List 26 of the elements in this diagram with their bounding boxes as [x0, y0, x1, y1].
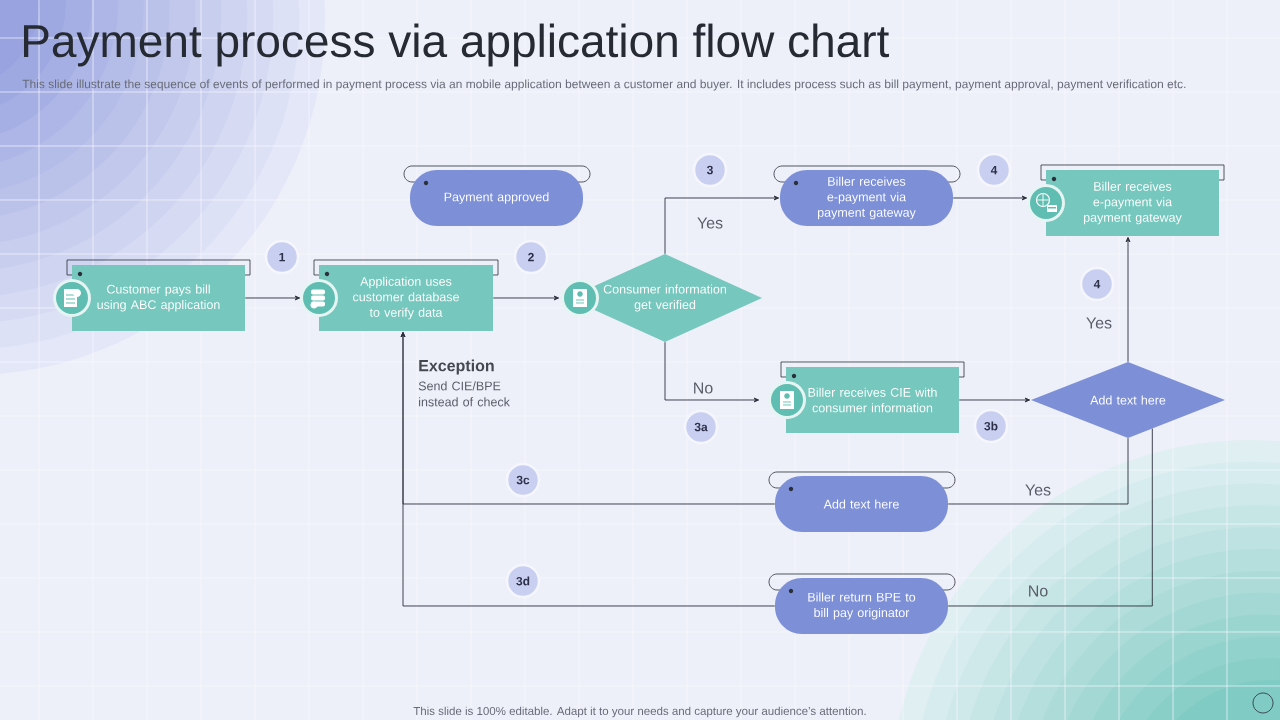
arrow [244, 295, 301, 301]
edge-label: Yes [1025, 484, 1051, 496]
connector-line [947, 437, 1129, 505]
note-text: Send CIE/BPE instead of check [418, 381, 510, 407]
arrow [664, 195, 780, 255]
arrow [958, 397, 1031, 403]
process-box: Biller receives e-payment via payment gateway [1040, 164, 1225, 236]
process-box: Customer pays bill using ABC application [66, 259, 251, 331]
rounded-box: Payment approved [403, 165, 591, 226]
arrow [1125, 236, 1131, 363]
edge-label: No [694, 382, 713, 394]
subtitle: This slide illustrate the sequence of events of performed in payment process via an mobile application between a customer and buyer. It includes process such as bill payment, payment approval, payment verification etc. [22, 79, 1186, 91]
edge-label: No [1029, 585, 1048, 597]
arrow [952, 195, 1028, 201]
arrow [664, 341, 760, 403]
footer-text: This slide is 100% editable. Adapt it to your needs and capture your audience’s attention. [413, 706, 866, 718]
note-heading: Exception [419, 359, 494, 375]
process-box: Application uses customer database to verify data [313, 259, 499, 331]
title: Payment process via application flow chart [24, 23, 889, 67]
process-box: Biller receives CIE with consumer information [780, 361, 965, 433]
arrow [400, 331, 776, 607]
arrow [492, 295, 560, 301]
edge-label: Yes [697, 217, 723, 229]
connector-line [947, 428, 1153, 607]
edge-label: Yes [1086, 317, 1112, 329]
rounded-box: Biller receives e-payment via payment gateway [773, 165, 961, 226]
